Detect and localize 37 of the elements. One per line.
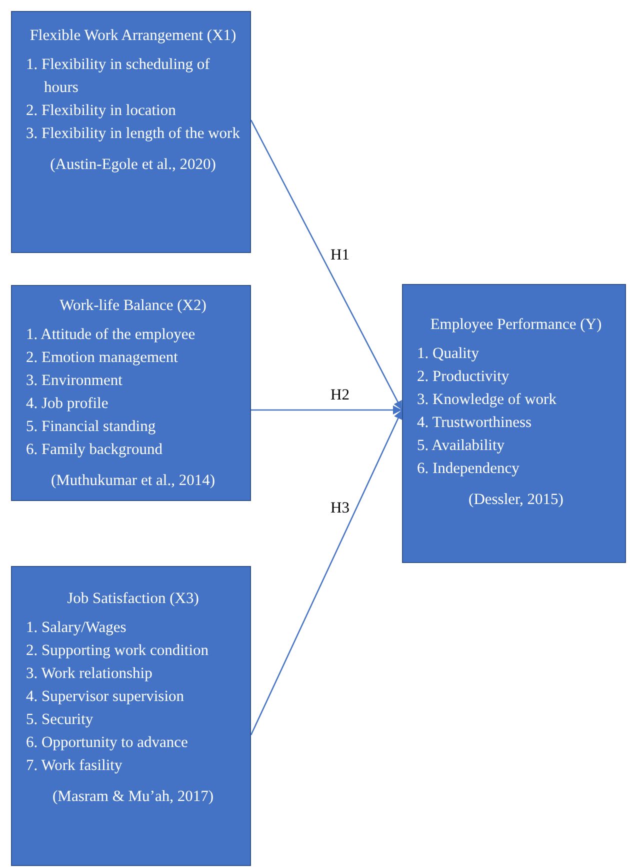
indicator-item: 4. Job profile bbox=[26, 394, 110, 414]
citation: (Muthukumar et al., 2014) bbox=[50, 471, 216, 490]
citation: (Austin-Egole et al., 2020) bbox=[49, 155, 217, 174]
indicator-item: 1. Quality bbox=[417, 344, 480, 364]
indicator-item: 3. Environment bbox=[26, 371, 124, 391]
indicator-item: 2. Emotion management bbox=[26, 348, 179, 368]
indicator-item: 6. Opportunity to advance bbox=[26, 733, 189, 753]
box-heading: Flexible Work Arrangement (X1) bbox=[28, 26, 238, 45]
indicator-item: 2. Productivity bbox=[417, 367, 510, 387]
indicator-item: 5. Financial standing bbox=[26, 417, 157, 437]
box-heading: Employee Performance (Y) bbox=[429, 315, 603, 334]
indicator-item: 3. Knowledge of work bbox=[417, 390, 558, 410]
indicator-item: 3. Work relationship bbox=[26, 664, 154, 684]
indicator-item: 4. Trustworthiness bbox=[417, 413, 533, 433]
indicator-item: 6. Independency bbox=[417, 459, 520, 479]
citation: (Dessler, 2015) bbox=[468, 490, 564, 509]
indicator-item: 7. Work fasility bbox=[26, 756, 124, 776]
indicator-item: 5. Security bbox=[26, 710, 94, 730]
arrow bbox=[251, 406, 402, 414]
indicator-item: 2. Flexibility in location bbox=[26, 101, 177, 121]
variable-box bbox=[11, 285, 251, 501]
indicator-item: 1. Salary/Wages bbox=[26, 618, 128, 638]
indicator-item: 3. Flexibility in length of the work bbox=[26, 124, 240, 144]
indicator-item: 1. Attitude of the employee bbox=[26, 325, 196, 345]
indicator-item: 6. Family background bbox=[26, 440, 164, 460]
arrow bbox=[250, 120, 403, 410]
variable-box bbox=[402, 284, 626, 563]
variable-box bbox=[11, 11, 251, 253]
indicator-item: 2. Supporting work condition bbox=[26, 641, 210, 661]
indicator-item: 1. Flexibility in scheduling of hours bbox=[26, 55, 211, 98]
citation: (Masram & Mu’ah, 2017) bbox=[52, 787, 214, 806]
indicator-item: 4. Supervisor supervision bbox=[26, 687, 186, 707]
arrow bbox=[250, 410, 403, 736]
variable-box bbox=[11, 566, 251, 866]
box-heading: Work-life Balance (X2) bbox=[58, 296, 208, 315]
box-heading: Job Satisfaction (X3) bbox=[66, 589, 200, 608]
indicator-item: 5. Availability bbox=[417, 436, 506, 456]
